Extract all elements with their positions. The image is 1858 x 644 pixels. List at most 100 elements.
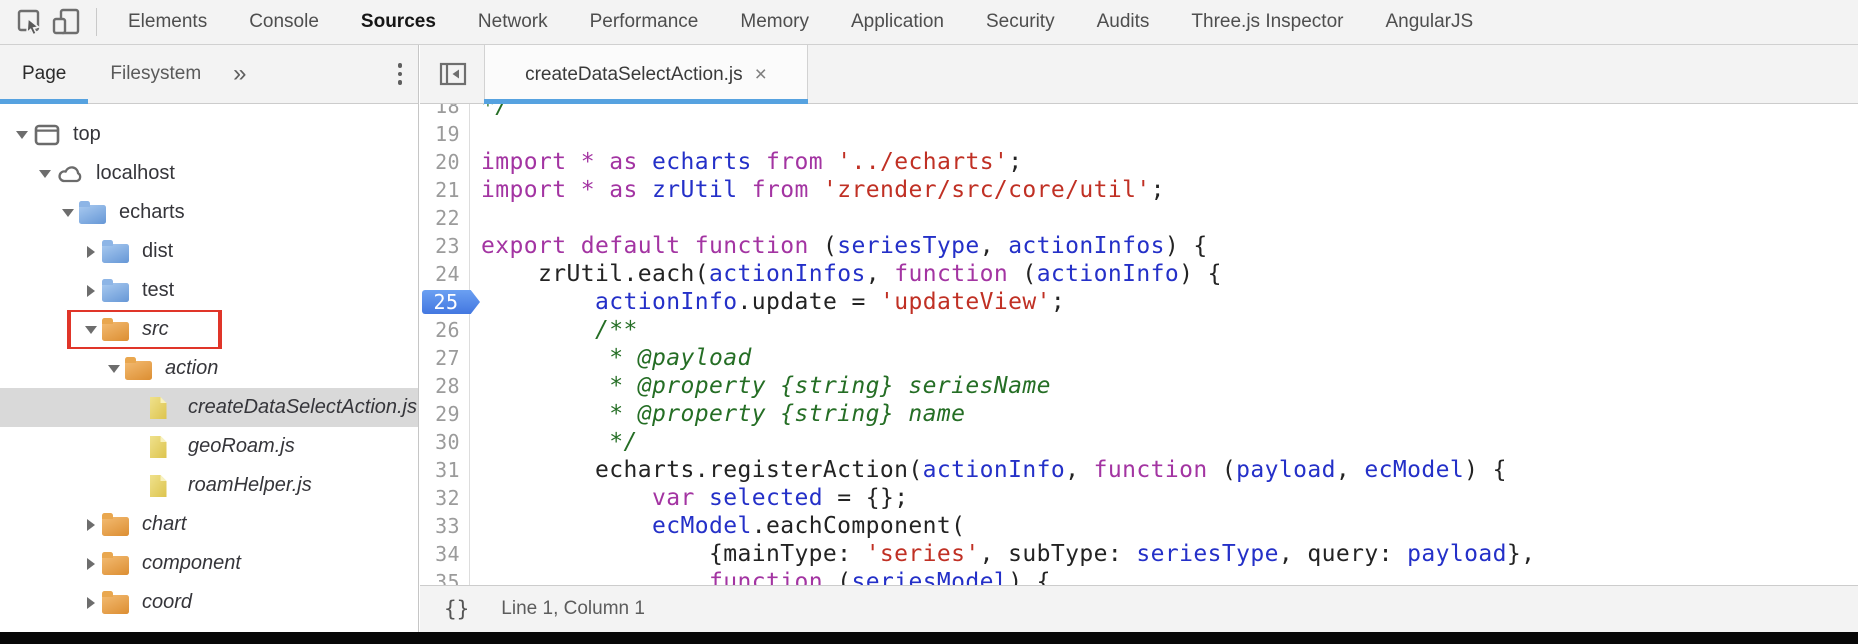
tab-page[interactable]: Page (0, 45, 89, 104)
collapsed-arrow-icon[interactable] (80, 284, 102, 297)
close-icon[interactable]: × (754, 63, 767, 86)
code-line-text[interactable]: zrUtil.each(actionInfos, function (actio… (481, 261, 1222, 287)
file-icon (148, 474, 181, 498)
folder-orange-icon (102, 317, 135, 341)
line-number-20[interactable]: 20 (420, 148, 470, 176)
tree-item-action[interactable]: action (0, 349, 418, 388)
folder-orange-icon (102, 590, 135, 614)
code-line-text[interactable] (470, 120, 481, 148)
line-number-33[interactable]: 33 (420, 512, 470, 540)
editor-tab-createdataselectaction[interactable]: createDataSelectAction.js × (484, 45, 808, 104)
line-number-18[interactable]: 18 (420, 104, 470, 120)
line-number-22[interactable]: 22 (420, 204, 470, 232)
tree-item-top[interactable]: top (0, 115, 418, 154)
folder-orange-icon (102, 512, 135, 536)
device-toolbar-icon[interactable] (48, 4, 84, 40)
tree-item-test[interactable]: test (0, 271, 418, 310)
code-line-text[interactable]: * @payload (594, 345, 752, 371)
code-line-text[interactable]: var selected = {}; (651, 485, 909, 511)
code-line-text[interactable]: {mainType: 'series', subType: seriesType… (481, 541, 1536, 567)
toolbar-tab-console[interactable]: Console (249, 11, 319, 32)
collapsed-arrow-icon[interactable] (80, 245, 102, 258)
code-line-text[interactable]: * @property {string} name (594, 401, 966, 427)
tree-item-echarts[interactable]: echarts (0, 193, 418, 232)
tab-overflow-icon[interactable]: » (233, 60, 247, 87)
toolbar-tab-three-js-inspector[interactable]: Three.js Inspector (1191, 11, 1344, 32)
page-edge-strip (0, 632, 1858, 644)
toolbar-tab-network[interactable]: Network (477, 11, 548, 32)
code-line-text[interactable]: actionInfo.update = 'updateView'; (594, 289, 1066, 315)
editor-tabbar: createDataSelectAction.js × (420, 45, 1858, 104)
toolbar-tab-performance[interactable]: Performance (589, 11, 699, 32)
code-line-text[interactable]: * @property {string} seriesName (594, 373, 1051, 399)
line-number-31[interactable]: 31 (420, 456, 470, 484)
tree-item-localhost[interactable]: localhost (0, 154, 418, 193)
code-line-text[interactable]: /** (594, 317, 638, 343)
cursor-position-text: Line 1, Column 1 (501, 598, 645, 619)
code-line-text[interactable]: */ (481, 104, 510, 119)
line-number-27[interactable]: 27 (420, 344, 470, 372)
expanded-arrow-icon[interactable] (34, 169, 56, 178)
line-number-25[interactable]: 25 (420, 288, 480, 316)
inspect-icon[interactable] (12, 4, 48, 40)
tree-item-dist[interactable]: dist (0, 232, 418, 271)
tree-item-src[interactable]: src (0, 310, 418, 349)
tab-filesystem[interactable]: Filesystem (110, 63, 202, 84)
code-line-21: 21 import * as zrUtil from 'zrender/src/c… (420, 176, 1858, 204)
tree-item-coord[interactable]: coord (0, 583, 418, 622)
pretty-print-icon[interactable]: {} (444, 597, 470, 621)
expanded-arrow-icon[interactable] (11, 130, 33, 139)
main-toolbar: Elements Console Sources Network Performance… (0, 0, 1858, 45)
line-number-28[interactable]: 28 (420, 372, 470, 400)
tree-item-label: test (142, 279, 175, 301)
toolbar-tab-elements[interactable]: Elements (128, 11, 208, 32)
line-number-32[interactable]: 32 (420, 484, 470, 512)
toolbar-tab-audits[interactable]: Audits (1096, 11, 1150, 32)
collapsed-arrow-icon[interactable] (80, 596, 102, 609)
code-line-text[interactable] (470, 204, 481, 232)
code-line-text[interactable]: ecModel.eachComponent( (651, 513, 966, 539)
collapsed-arrow-icon[interactable] (80, 518, 102, 531)
tree-item-createdataselectaction-js[interactable]: createDataSelectAction.js (0, 388, 418, 427)
line-number-21[interactable]: 21 (420, 176, 470, 204)
expanded-arrow-icon[interactable] (103, 364, 125, 373)
toolbar-tab-angularjs[interactable]: AngularJS (1385, 11, 1474, 32)
line-number-26[interactable]: 26 (420, 316, 470, 344)
line-number-30[interactable]: 30 (420, 428, 470, 456)
breakpoint-badge[interactable]: 25 (422, 290, 480, 314)
hide-navigator-icon[interactable] (438, 60, 468, 88)
toolbar-tab-sources[interactable]: Sources (360, 11, 436, 32)
tree-item-chart[interactable]: chart (0, 505, 418, 544)
more-menu-icon[interactable] (397, 45, 402, 103)
code-line-29: 29 * @property {string} name (420, 400, 1858, 428)
code-line-31: 31 echarts.registerAction(actionInfo, fu… (420, 456, 1858, 484)
tree-item-component[interactable]: component (0, 544, 418, 583)
code-line-33: 33 ecModel.eachComponent( (420, 512, 1858, 540)
code-line-text[interactable]: function (seriesModel) { (708, 569, 1051, 585)
toolbar-tab-application[interactable]: Application (851, 11, 944, 32)
tree-item-georoam-js[interactable]: geoRoam.js (0, 427, 418, 466)
line-number-23[interactable]: 23 (420, 232, 470, 260)
code-line-text[interactable]: export default function (seriesType, act… (481, 233, 1208, 259)
code-line-text[interactable]: echarts.registerAction(actionInfo, funct… (481, 457, 1507, 483)
line-number-34[interactable]: 34 (420, 540, 470, 568)
line-number-24[interactable]: 24 (420, 260, 470, 288)
tree-item-label: src (142, 318, 169, 340)
line-number-35[interactable]: 35 (420, 568, 470, 585)
editor-status-bar: {} Line 1, Column 1 (420, 585, 1858, 632)
code-line-text[interactable]: import * as echarts from '../echarts'; (481, 149, 1023, 175)
line-number-29[interactable]: 29 (420, 400, 470, 428)
code-line-22: 22 (420, 204, 1858, 232)
expanded-arrow-icon[interactable] (57, 208, 79, 217)
collapsed-arrow-icon[interactable] (80, 557, 102, 570)
code-line-text[interactable]: */ (594, 429, 638, 455)
toolbar-tab-security[interactable]: Security (985, 11, 1055, 32)
tree-item-roamhelper-js[interactable]: roamHelper.js (0, 466, 418, 505)
code-line-text[interactable]: import * as zrUtil from 'zrender/src/cor… (481, 177, 1165, 203)
line-number-19[interactable]: 19 (420, 120, 470, 148)
toolbar-tab-memory[interactable]: Memory (740, 11, 809, 32)
expanded-arrow-icon[interactable] (80, 325, 102, 334)
